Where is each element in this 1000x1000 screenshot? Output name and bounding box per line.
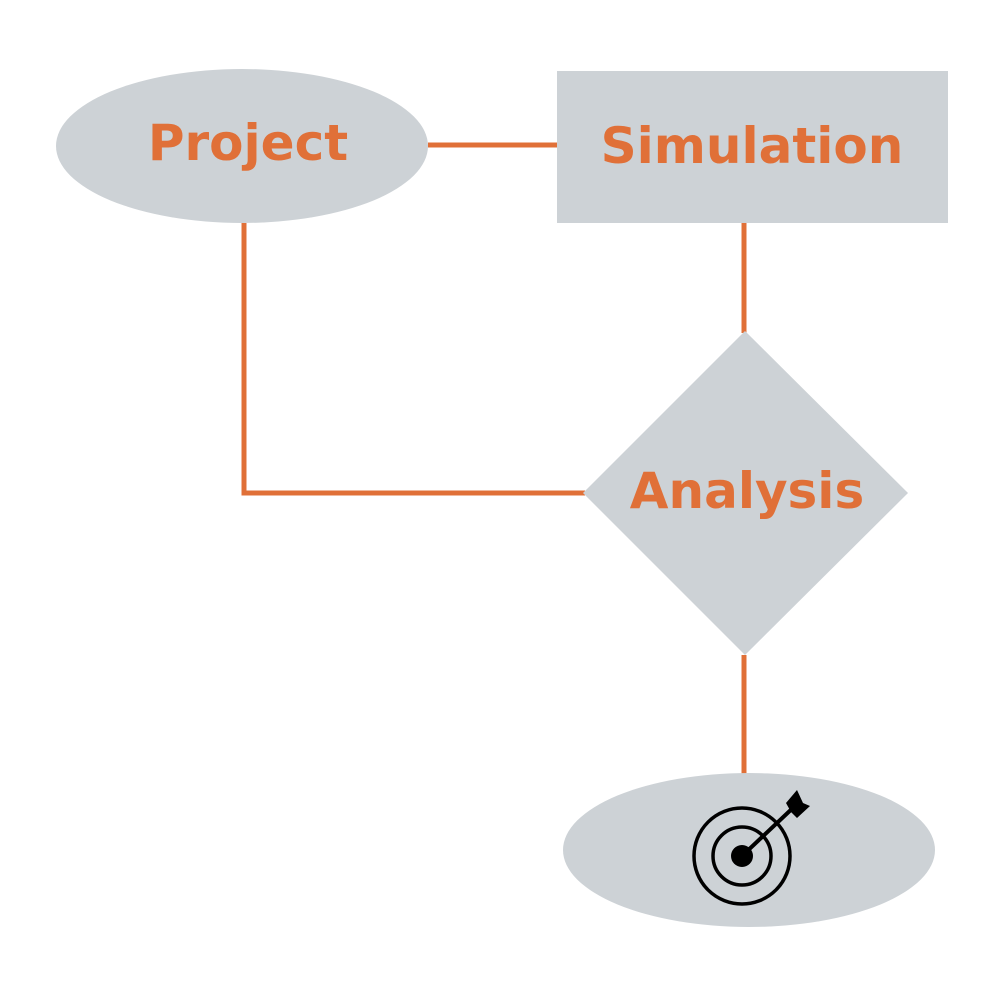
goal-node — [563, 773, 935, 927]
simulation-node-shape — [557, 71, 948, 223]
project-node: Project — [56, 69, 428, 223]
simulation-node: Simulation — [557, 71, 948, 223]
analysis-node: Analysis — [583, 331, 908, 655]
analysis-node-label: Analysis — [630, 462, 864, 520]
project-node-label: Project — [148, 114, 348, 172]
analysis-node-shape — [583, 331, 908, 655]
simulation-node-label: Simulation — [601, 117, 904, 175]
connectors — [241, 142, 747, 775]
target-icon — [692, 790, 810, 906]
edge-project-analysis — [241, 223, 585, 496]
project-node-shape — [56, 69, 428, 223]
